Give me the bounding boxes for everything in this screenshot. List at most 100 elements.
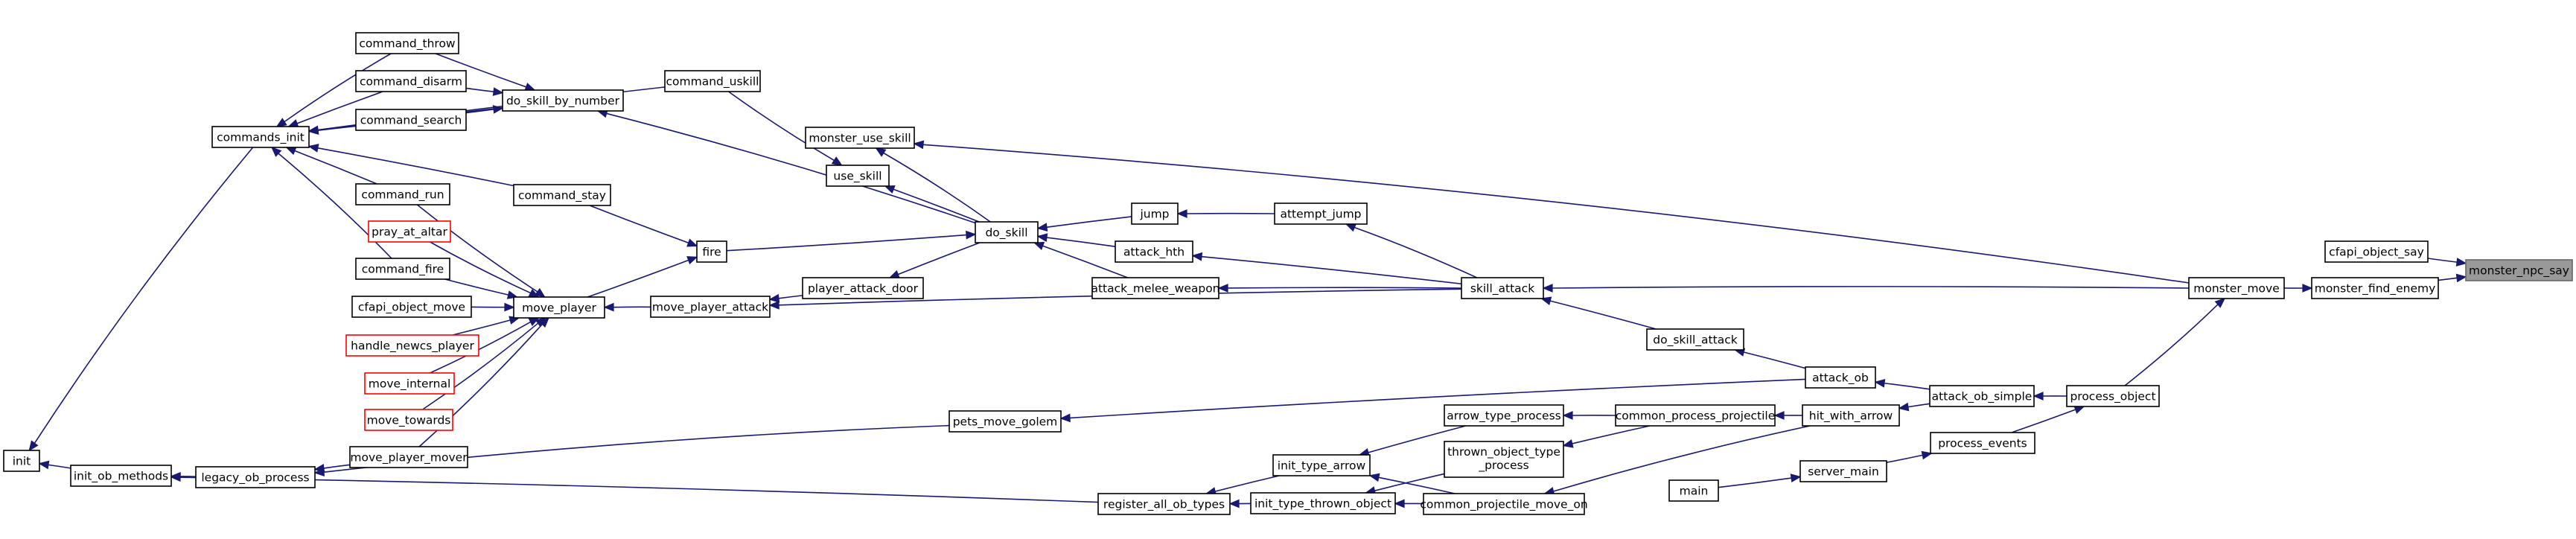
function-node-command-throw[interactable]: command_throw [355,32,459,54]
function-node-monster-npc-say[interactable]: monster_npc_say [2465,259,2573,281]
function-node-register-all-ob-types[interactable]: register_all_ob_types [1097,493,1231,515]
node-box [1250,492,1396,514]
function-node-attack-melee-weapon[interactable]: attack_melee_weapon [1091,277,1220,299]
node-label: init [13,455,31,468]
node-label: player_attack_door [808,282,919,296]
function-node-attack-hth[interactable]: attack_hth [1115,240,1193,263]
function-node-init-ob-methods[interactable]: init_ob_methods [70,465,172,487]
call-edge-attack-ob-simple-to-hit-with-arrow [1898,402,1931,412]
node-label: do_skill_attack [1653,334,1737,348]
function-node-do-skill-attack[interactable]: do_skill_attack [1646,328,1744,351]
function-node-player-attack-door[interactable]: player_attack_door [802,277,924,299]
call-edge-fire-to-do-skill [726,230,977,252]
function-node-handle-newcs-player[interactable]: handle_newcs_player [345,334,479,357]
function-node-move-player[interactable]: move_player [513,296,605,319]
function-node-command-uskill[interactable]: command_uskill [664,70,761,92]
function-node-command-fire[interactable]: command_fire [355,258,450,280]
call-edge-server-main-to-process-events [1886,450,1933,463]
function-node-monster-find-enemy[interactable]: monster_find_enemy [2311,277,2439,299]
node-label: attempt_jump [1280,208,1361,222]
node-box [1274,202,1368,225]
function-node-init[interactable]: init [3,450,40,472]
function-node-common-projectile-move-on[interactable]: common_projectile_move_on [1420,493,1588,515]
node-label: main [1680,485,1709,498]
call-edge-command-throw-to-commands-init [275,53,392,127]
node-box [1115,240,1193,263]
node-label: monster_find_enemy [2315,282,2436,296]
edge-line [430,321,532,374]
edge-line [1886,454,1923,463]
function-node-init-type-thrown-object[interactable]: init_type_thrown_object [1250,492,1396,514]
node-box [1097,493,1231,515]
function-node-move-internal[interactable]: move_internal [364,372,455,395]
function-node-hit-with-arrow[interactable]: hit_with_arrow [1802,404,1900,427]
function-node-attack-ob[interactable]: attack_ob [1805,366,1876,389]
edge-line [317,147,514,187]
function-node-move-player-attack[interactable]: move_player_attack [650,296,771,318]
edge-line [1354,226,1478,278]
function-node-do-skill[interactable]: do_skill [975,221,1039,243]
edge-line [418,323,543,447]
function-node-cfapi-object-say[interactable]: cfapi_object_say [2324,240,2429,263]
node-box [1131,202,1179,225]
function-node-attempt-jump[interactable]: attempt_jump [1274,202,1368,225]
function-node-monster-use-skill[interactable]: monster_use_skill [805,127,915,149]
function-node-process-events[interactable]: process_events [1930,432,2035,454]
function-node-cfapi-object-move[interactable]: cfapi_object_move [351,296,472,318]
node-label: cfapi_object_say [2329,246,2424,260]
function-node-server-main[interactable]: server_main [1799,460,1887,482]
function-node-common-process-projectile[interactable]: common_process_projectile [1615,404,1776,427]
function-node-main[interactable]: main [1668,479,1719,502]
node-box [1802,404,1900,427]
node-box [513,296,605,319]
node-box [1444,441,1564,478]
function-node-pets-move-golem[interactable]: pets_move_golem [949,410,1062,433]
function-node-monster-move[interactable]: monster_move [2188,277,2285,299]
call-edge-common-projectile-move-on-to-init-type-arrow [1368,473,1456,494]
function-node-legacy-ob-process[interactable]: legacy_ob_process [195,466,316,488]
function-node-move-towards[interactable]: move_towards [364,409,453,431]
edge-line [416,204,538,293]
edge-line [284,53,392,123]
node-label: hit_with_arrow [1809,409,1893,424]
node-label: common_process_projectile [1616,409,1776,424]
edge-line [1368,425,1467,453]
function-node-move-player-mover[interactable]: move_player_mover [349,446,468,468]
function-node-command-disarm[interactable]: command_disarm [355,70,467,92]
call-edge-commands-init-to-init [28,147,254,452]
call-edge-init-type-arrow-to-register-all-ob-types [1205,475,1280,496]
node-box [345,334,479,357]
function-node-arrow-type-process[interactable]: arrow_type_process [1444,404,1564,427]
arrowhead [1898,402,1910,412]
function-node-command-run[interactable]: command_run [355,183,450,205]
function-node-commands-init[interactable]: commands_init [211,126,310,148]
edge-line [48,464,71,469]
node-box [1423,493,1585,515]
function-node-command-search[interactable]: command_search [355,109,467,131]
call-edge-common-projectile-move-on-to-init-type-thrown-object [1394,499,1424,508]
arrowhead [287,119,299,128]
function-node-thrown-object-type-process[interactable]: thrown_object_type_process [1444,441,1564,478]
function-node-command-stay[interactable]: command_stay [513,184,611,206]
call-edge-cfapi-object-move-to-move-player [471,302,515,312]
edge-line [606,112,976,224]
function-node-pray-at-altar[interactable]: pray_at_altar [368,220,451,243]
node-box [3,450,40,472]
node-box [805,127,915,149]
function-node-use-skill[interactable]: use_skill [826,165,890,187]
node-box [355,109,467,131]
node-label: monster_use_skill [809,132,911,146]
function-node-fire[interactable]: fire [696,240,727,263]
arrowhead [170,473,181,482]
function-node-do-skill-by-number[interactable]: do_skill_by_number [502,89,624,112]
function-node-skill-attack[interactable]: skill_attack [1461,277,1544,299]
function-node-init-type-arrow[interactable]: init_type_arrow [1272,454,1371,476]
function-node-process-object[interactable]: process_object [2066,385,2160,407]
edge-line [1743,351,1806,369]
function-node-attack-ob-simple[interactable]: attack_ob_simple [1929,385,2035,407]
function-node-jump[interactable]: jump [1131,202,1179,225]
edge-line [883,152,991,223]
call-edge-do-skill-to-use-skill [884,185,980,223]
edge-line [1374,473,1445,491]
call-edge-process-events-to-process-object [2011,405,2085,433]
